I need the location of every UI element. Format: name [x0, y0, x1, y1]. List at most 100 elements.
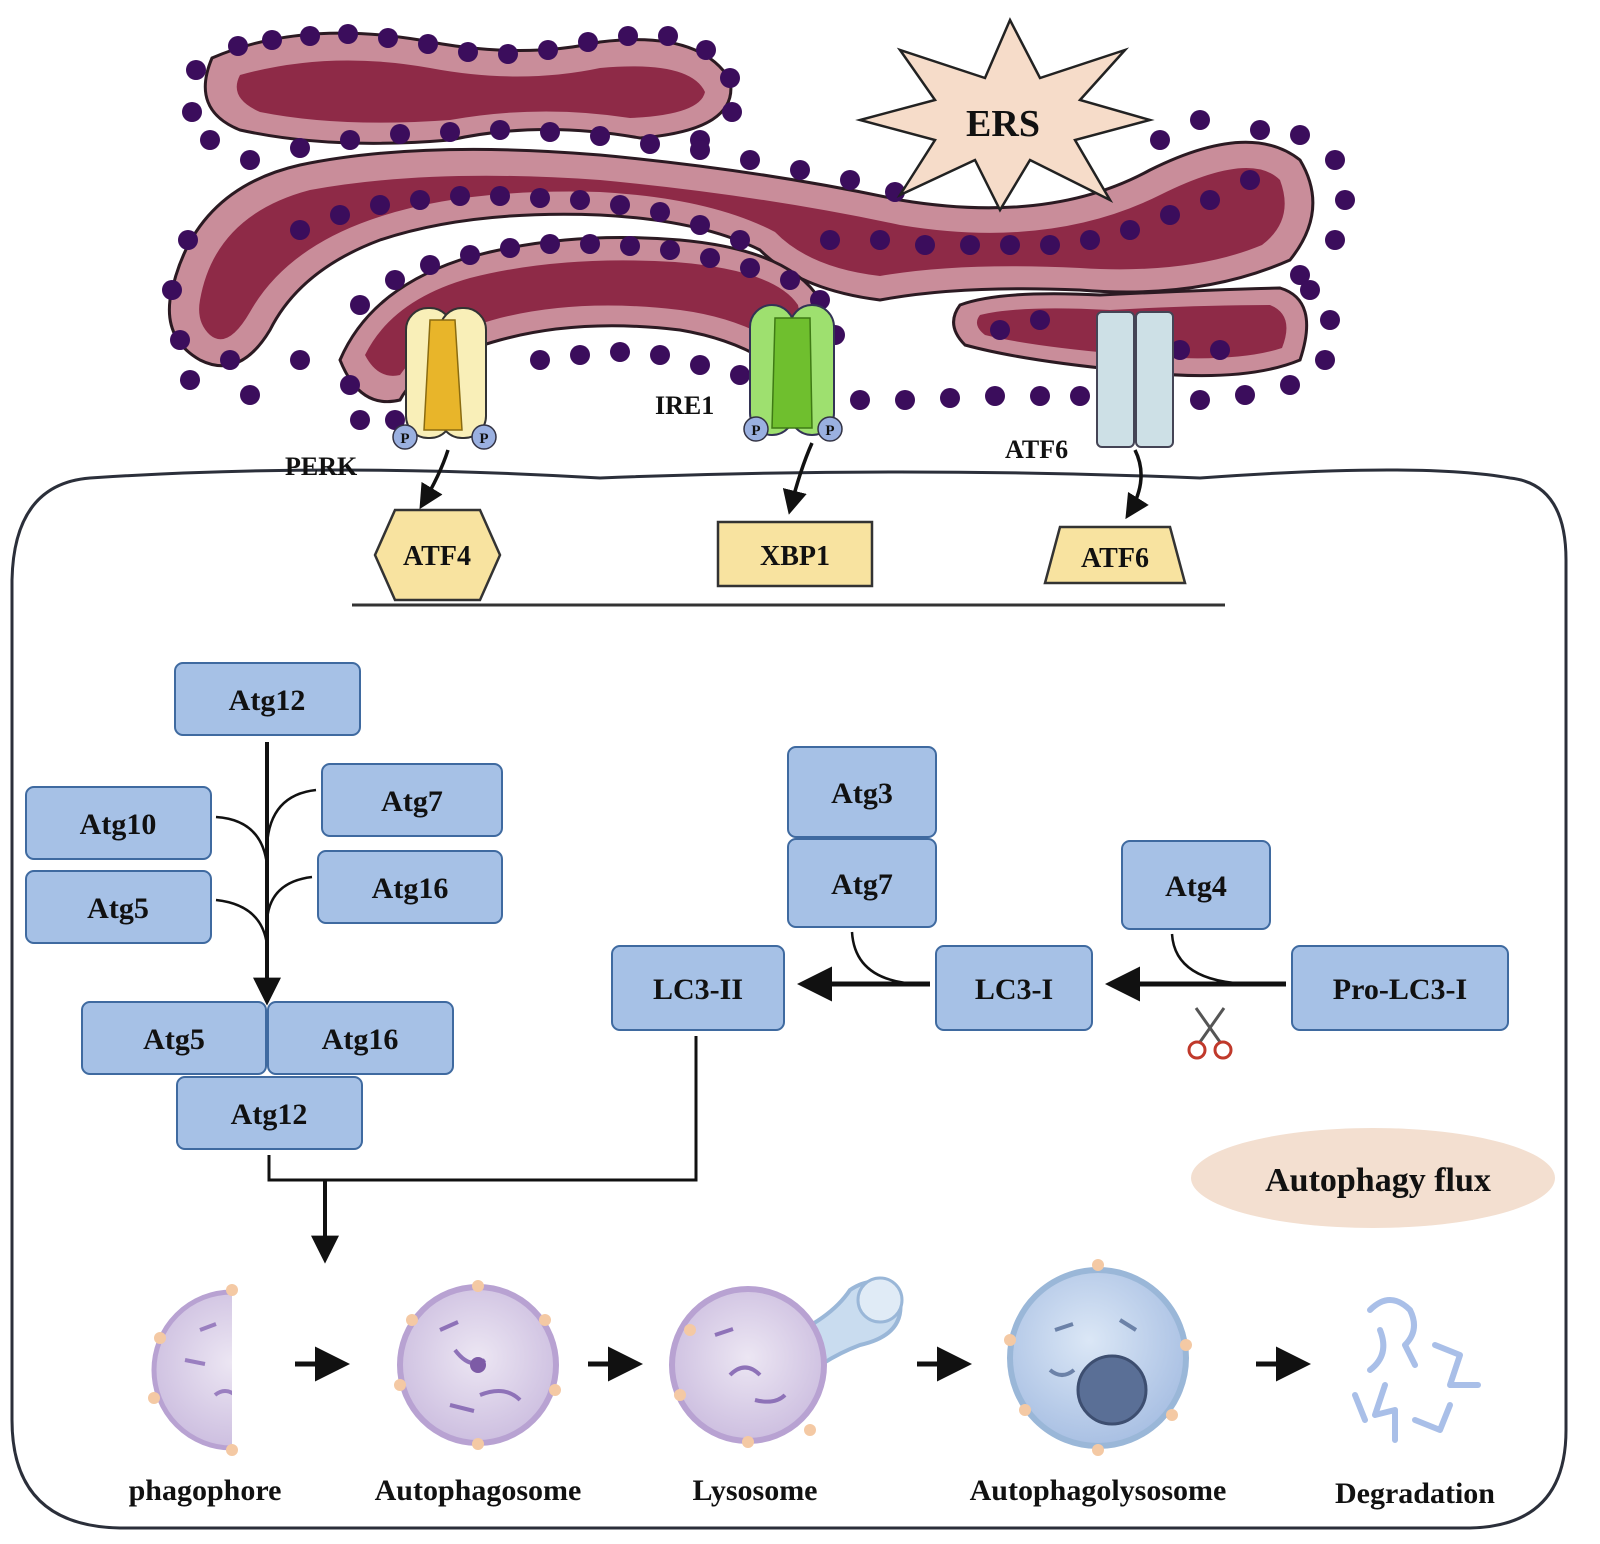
ribosome-dot [350, 410, 370, 430]
ribosome-dot [790, 160, 810, 180]
stage-label-autophagolysosome: Autophagolysosome [970, 1474, 1227, 1507]
ers-label: ERS [966, 103, 1040, 145]
ribosome-dot [385, 270, 405, 290]
ribosome-dot [410, 190, 430, 210]
pro-lc3-i-box: Pro-LC3-I [1291, 945, 1509, 1031]
complex-atg12-box: Atg12 [176, 1076, 363, 1150]
ribosome-dot [1200, 190, 1220, 210]
ribosome-dot [1300, 280, 1320, 300]
ribosome-dot [182, 102, 202, 122]
ribosome-dot [178, 230, 198, 250]
ribosome-dot [640, 134, 660, 154]
ribosome-dot [1190, 110, 1210, 130]
ribosome-dot [1160, 205, 1180, 225]
atg7-box: Atg7 [321, 763, 503, 837]
xbp1-node: XBP1 [716, 520, 874, 588]
ribosome-dot [940, 388, 960, 408]
autophagy-flux-label: Autophagy flux [1265, 1162, 1491, 1199]
atg4-box: Atg4 [1121, 840, 1271, 930]
phospho-label-3: P [751, 423, 760, 439]
ribosome-dot [570, 345, 590, 365]
ribosome-dot [228, 36, 248, 56]
ribosome-dot [578, 32, 598, 52]
ribosome-dot [690, 355, 710, 375]
ribosome-dot [200, 130, 220, 150]
lc3-processing-pathway: Atg3 Atg7 Atg4 LC3-II LC3-I Pro-LC3-I [611, 746, 1509, 1060]
ribosome-dot [1210, 340, 1230, 360]
ribosome-dot [850, 390, 870, 410]
lc3-i-label: LC3-I [975, 973, 1053, 1006]
ribosome-dot [1190, 390, 1210, 410]
ribosome-dot [1335, 190, 1355, 210]
ribosome-dot [700, 248, 720, 268]
lc3-atg7-label: Atg7 [831, 868, 893, 901]
ribosome-dot [1320, 310, 1340, 330]
atg10-joining-curve [215, 815, 269, 866]
atf4-node: ATF4 [373, 508, 502, 602]
complex-atg5-label: Atg5 [143, 1023, 205, 1056]
atg12-top-label: Atg12 [229, 684, 306, 717]
atf6-sensor: ATF6 [1005, 311, 1174, 464]
ribosome-dot [1325, 150, 1345, 170]
atg12-top-box: Atg12 [174, 662, 361, 736]
atg4-joining-curve [1170, 933, 1251, 986]
atg16-box: Atg16 [317, 850, 503, 924]
atf4-label: ATF4 [403, 541, 471, 572]
complex-atg12-label: Atg12 [231, 1098, 308, 1131]
ribosome-dot [570, 190, 590, 210]
ribosome-dot [990, 320, 1010, 340]
ribosome-dot [290, 350, 310, 370]
ribosome-dot [1040, 235, 1060, 255]
ribosome-dot [450, 186, 470, 206]
ribosome-dot [1315, 350, 1335, 370]
ribosome-dot [1290, 125, 1310, 145]
ribosome-dot [338, 24, 358, 44]
perk-label: PERK [285, 452, 358, 481]
ribosome-dot [580, 234, 600, 254]
stress-burst-shape [855, 17, 1155, 213]
ribosome-dot [420, 255, 440, 275]
perk-to-atf4-arrow [419, 449, 450, 510]
ribosome-dot [1290, 265, 1310, 285]
ribosome-dot [610, 195, 630, 215]
ribosome-dot [538, 40, 558, 60]
atg16-label: Atg16 [372, 872, 449, 905]
ribosome-dot [895, 390, 915, 410]
stage-label-lysosome: Lysosome [692, 1474, 817, 1507]
ribosome-dot [498, 44, 518, 64]
ribosome-dot [780, 270, 800, 290]
atg4-label: Atg4 [1165, 870, 1227, 903]
autophagolysosome-illustration [1004, 1259, 1192, 1456]
stage-label-phagophore: phagophore [129, 1474, 282, 1507]
ribosome-dot [500, 238, 520, 258]
ribosome-dot [650, 202, 670, 222]
ribosome-dot [540, 234, 560, 254]
cell-membrane [10, 468, 1568, 1530]
ribosome-dot [1170, 340, 1190, 360]
ribosome-dot [590, 126, 610, 146]
ribosome-dot [1235, 385, 1255, 405]
degradation-illustration [1352, 1297, 1481, 1443]
ribosome-dot [870, 230, 890, 250]
ire1-label: IRE1 [655, 391, 714, 420]
ribosome-dot [620, 236, 640, 256]
stage-label-autophagosome: Autophagosome [375, 1474, 582, 1507]
ribosome-dot [985, 386, 1005, 406]
atg7-joining-curve-lc3 [850, 931, 921, 986]
ers-burst: ERS [855, 17, 1155, 213]
ribosome-dot [240, 150, 260, 170]
lc3-atg7-box: Atg7 [787, 838, 937, 928]
phagophore-illustration [148, 1284, 238, 1456]
complex-to-flux-connector [267, 1036, 698, 1182]
ribosome-dot [418, 34, 438, 54]
lc3-ii-box: LC3-II [611, 945, 785, 1031]
ribosome-dot [618, 26, 638, 46]
complex-atg5-box: Atg5 [81, 1001, 267, 1075]
ribosome-dot [1070, 386, 1090, 406]
ribosome-dot [1325, 230, 1345, 250]
ribosome-dot [696, 40, 716, 60]
ribosome-dot [378, 28, 398, 48]
lysosome-illustration [669, 1276, 904, 1448]
ribosome-dot [1030, 386, 1050, 406]
ribosome-dot [340, 375, 360, 395]
